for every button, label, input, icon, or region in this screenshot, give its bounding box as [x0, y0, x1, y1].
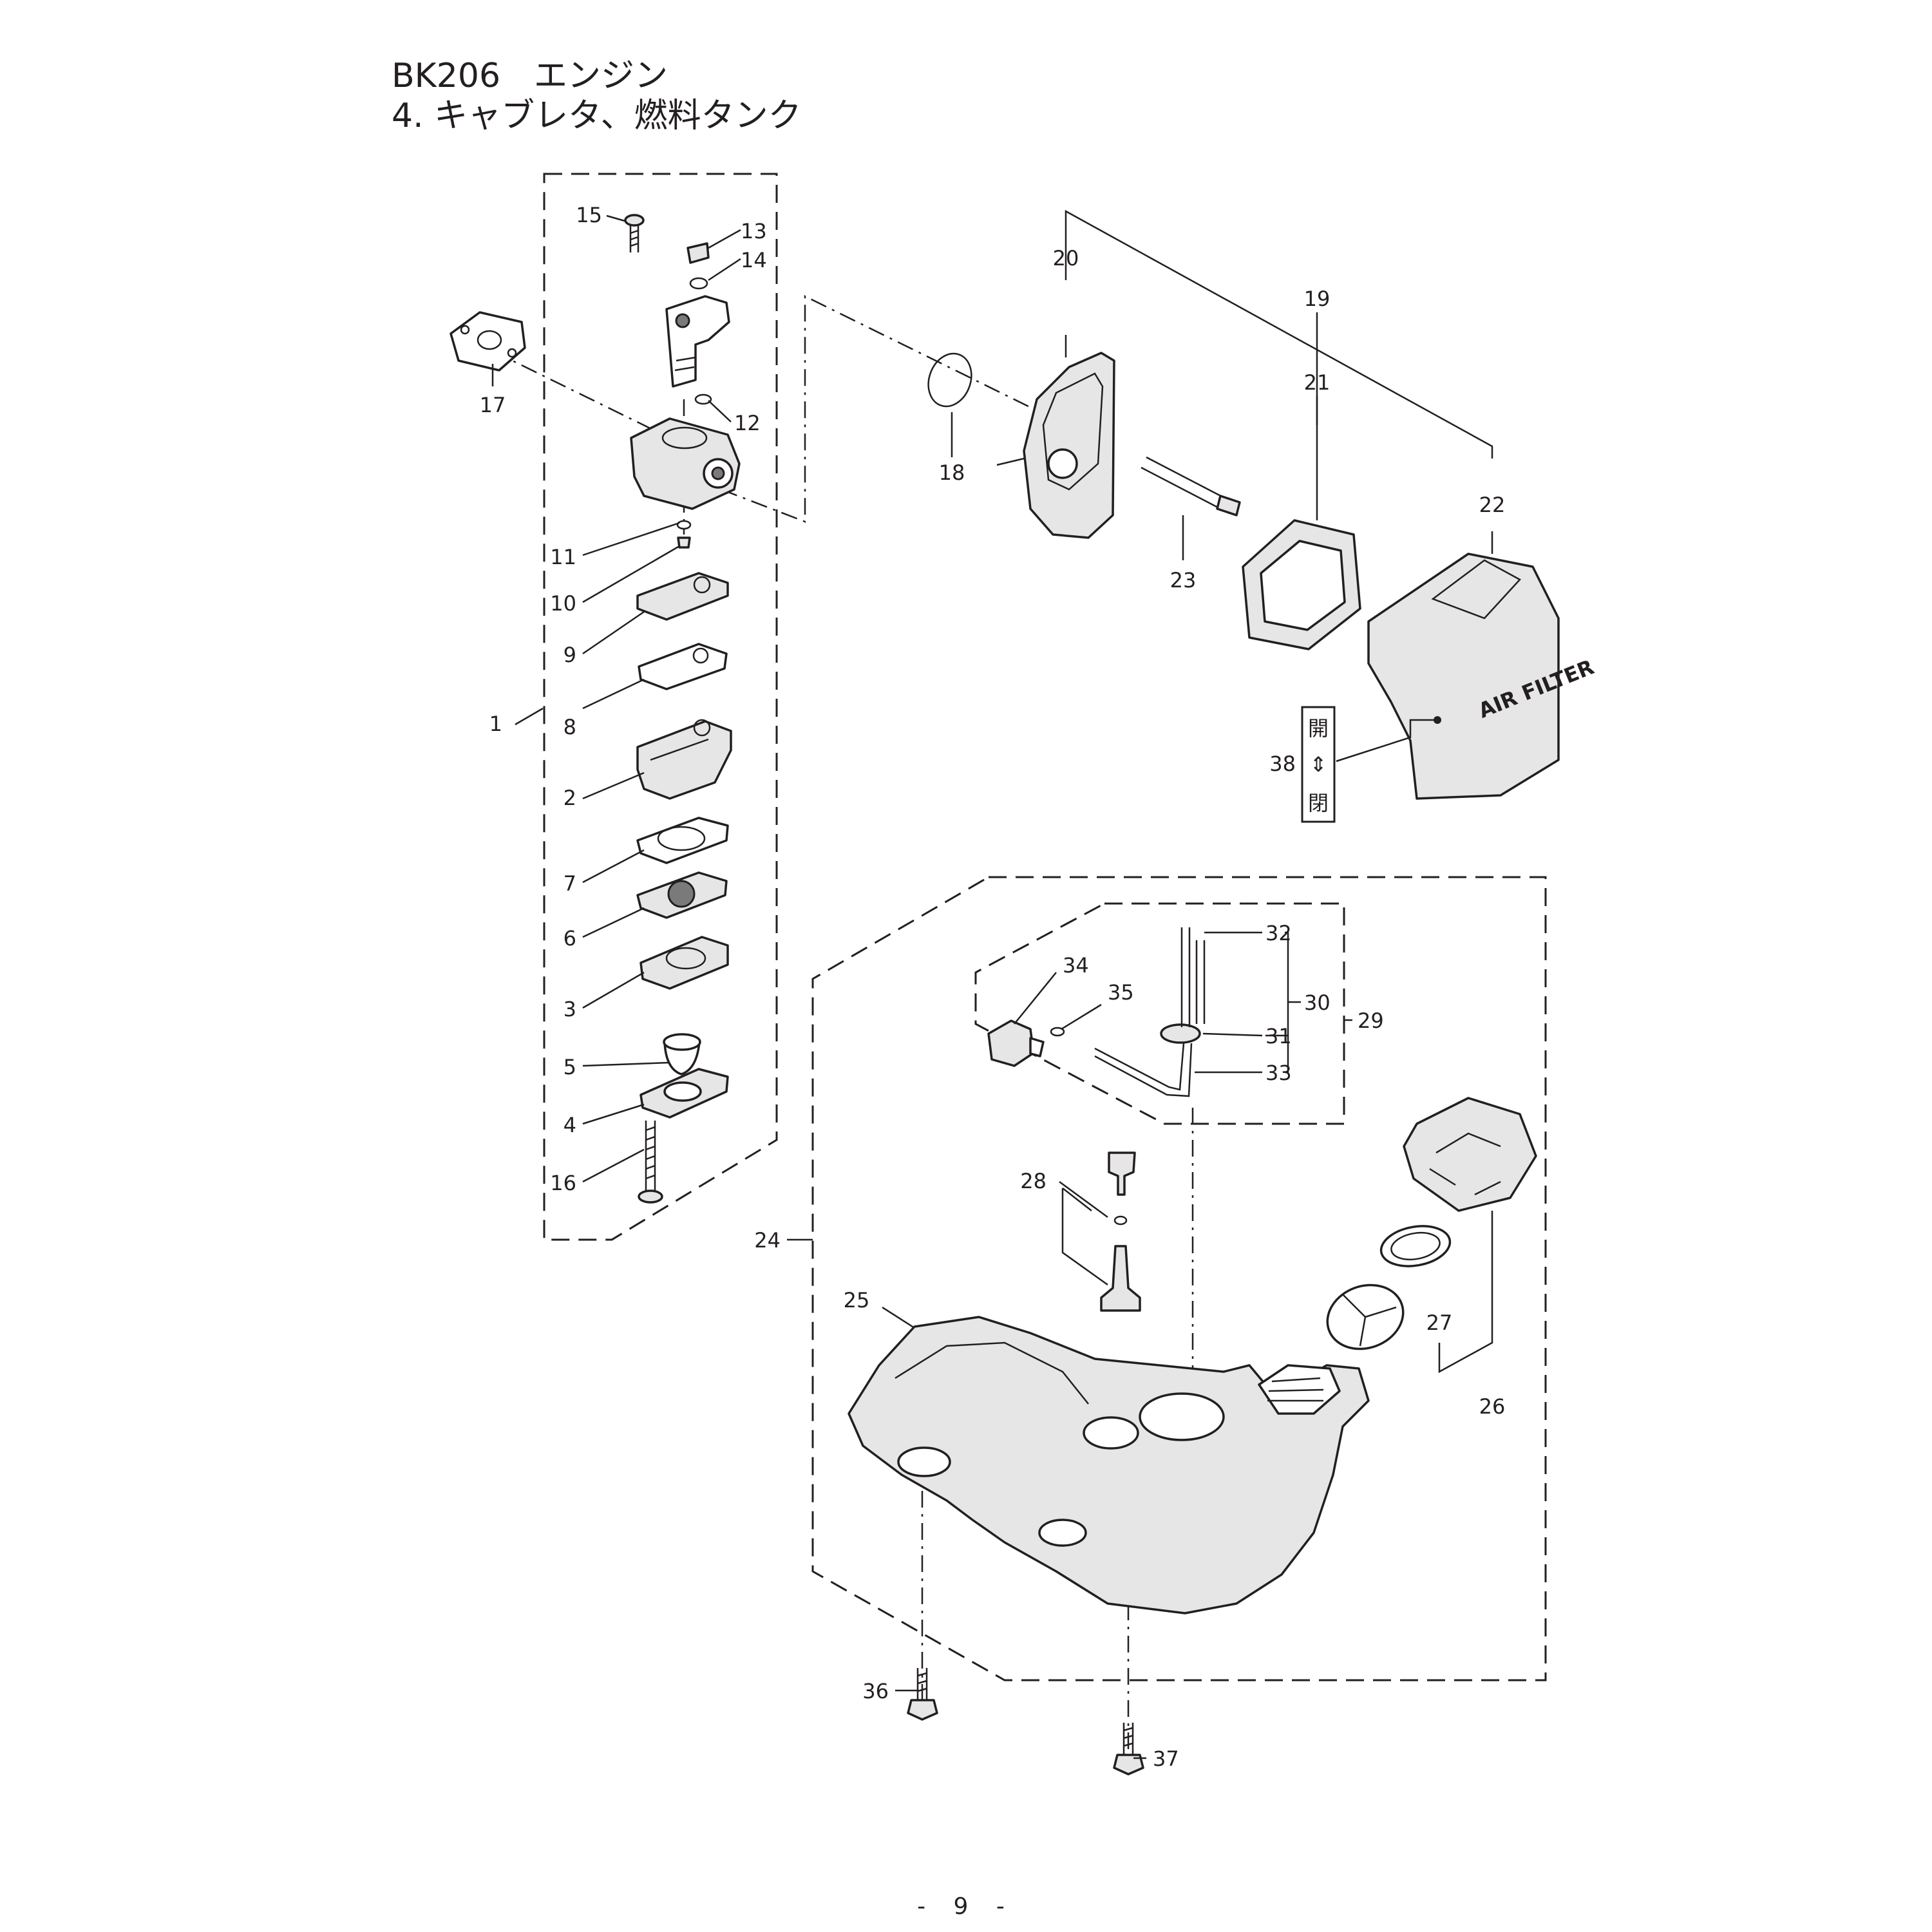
- callout-36: 36: [862, 1679, 889, 1703]
- part-18-o-ring[interactable]: [922, 348, 979, 413]
- part-14-washer[interactable]: [689, 277, 708, 290]
- callout-17: 17: [480, 393, 506, 417]
- callout-30: 30: [1304, 990, 1331, 1015]
- callout-23: 23: [1170, 568, 1197, 592]
- carburetor-assembly-box: [543, 173, 778, 1241]
- callout-37: 37: [1153, 1747, 1179, 1771]
- part-33-fuel-pipe-bent[interactable]: [1094, 1043, 1193, 1097]
- callout-2: 2: [564, 786, 576, 810]
- callout-28: 28: [1020, 1169, 1046, 1193]
- bracket-20-22: [1065, 209, 1493, 459]
- callout-27: 27: [1426, 1311, 1453, 1335]
- choke-label-arrow: ⇕: [1310, 752, 1327, 777]
- part-23-bolt[interactable]: [1141, 456, 1241, 516]
- callout-6: 6: [564, 926, 576, 951]
- callout-1: 1: [489, 712, 502, 736]
- callout-13: 13: [741, 219, 767, 243]
- part-32-fuel-pipe[interactable]: [1180, 927, 1206, 1027]
- callout-5: 5: [564, 1055, 576, 1079]
- callout-31: 31: [1265, 1024, 1292, 1048]
- bracket-26-27: [1438, 1211, 1493, 1374]
- part-34-fuel-filter[interactable]: [987, 1019, 1045, 1067]
- part-20-air-cleaner-base[interactable]: [996, 352, 1115, 539]
- part-8-diaphragm-gasket[interactable]: [638, 643, 728, 690]
- diagram-title-model: BK206 エンジン: [392, 57, 668, 95]
- callout-8: 8: [564, 715, 576, 739]
- callout-20: 20: [1053, 246, 1079, 270]
- part-3-pump-cover[interactable]: [639, 936, 729, 990]
- callout-33: 33: [1265, 1061, 1292, 1085]
- part-27-cap-gasket[interactable]: [1378, 1221, 1454, 1271]
- callout-labels: 1 2 3 4 5 6 7 8 9 10 11 12 13 14 15 16 1…: [480, 203, 1506, 1771]
- callout-22: 22: [1479, 493, 1506, 517]
- callout-34: 34: [1063, 953, 1089, 978]
- callout-9: 9: [564, 643, 576, 667]
- part-22-air-cleaner-cover[interactable]: AIR FILTER: [1367, 553, 1597, 800]
- fuel-tank-assembly-box: [811, 876, 1547, 1681]
- part-4-primer-cover[interactable]: [639, 1068, 729, 1119]
- choke-label-leader: [1336, 719, 1434, 762]
- callout-19: 19: [1304, 287, 1331, 311]
- part-9-gasket-plate[interactable]: [636, 572, 729, 621]
- choke-label-open: 開: [1308, 716, 1329, 741]
- part-7-diaphragm-gasket[interactable]: [636, 817, 729, 864]
- callout-32: 32: [1265, 921, 1292, 945]
- callout-11: 11: [550, 545, 576, 569]
- part-26-cap-filter[interactable]: [1318, 1274, 1412, 1359]
- part-26-fuel-cap[interactable]: [1403, 1097, 1537, 1212]
- callout-38: 38: [1269, 752, 1296, 776]
- choke-label-close: 閉: [1308, 791, 1329, 815]
- leader-lines: [491, 214, 1493, 1759]
- callout-12: 12: [734, 411, 761, 435]
- part-36-bolt[interactable]: [907, 1668, 938, 1721]
- callout-29: 29: [1358, 1009, 1384, 1033]
- callout-26: 26: [1479, 1394, 1506, 1419]
- part-5-primer-bulb[interactable]: [663, 1033, 701, 1075]
- callout-16: 16: [550, 1171, 576, 1195]
- page-number: - 9 -: [917, 1893, 1015, 1920]
- fuel-pipe-assembly-box: [974, 902, 1345, 1125]
- callout-18: 18: [939, 460, 965, 485]
- part-31-grommet[interactable]: [1160, 1023, 1201, 1044]
- callout-15: 15: [576, 203, 602, 227]
- part-10-needle-valve[interactable]: [677, 536, 691, 549]
- callout-3: 3: [564, 997, 576, 1021]
- callout-14: 14: [741, 248, 767, 272]
- bracket-30: [1265, 931, 1301, 1074]
- part-17-insulator-gasket[interactable]: [450, 311, 526, 372]
- carb-to-cleaner-line: [721, 294, 1034, 523]
- part-11-o-ring[interactable]: [676, 520, 692, 530]
- diagram-title-section: 4. キャブレタ、燃料タンク: [392, 97, 802, 135]
- callout-4: 4: [564, 1113, 576, 1137]
- part-12-clip[interactable]: [694, 393, 712, 405]
- part-2-carburetor-body-lower[interactable]: [636, 719, 732, 800]
- callout-10: 10: [550, 591, 576, 616]
- part-19-21-air-filter-element[interactable]: [1242, 519, 1361, 650]
- part-35-clip[interactable]: [1050, 1027, 1065, 1037]
- carburetor-body[interactable]: [630, 417, 741, 510]
- gasket-to-carb-line: [492, 350, 670, 439]
- part-16-long-screw[interactable]: [638, 1121, 663, 1204]
- part-28-vent-valve[interactable]: [1100, 1151, 1141, 1312]
- part-38-choke-label[interactable]: 開 ⇕ 閉: [1301, 706, 1336, 823]
- part-25-fuel-tank[interactable]: [848, 1316, 1370, 1615]
- carburetor-throttle-unit[interactable]: [665, 295, 730, 388]
- bracket-28: [1061, 1188, 1108, 1286]
- part-13-adjust-screw[interactable]: [687, 242, 710, 264]
- callout-24: 24: [754, 1228, 781, 1253]
- callout-21: 21: [1304, 370, 1331, 395]
- callout-35: 35: [1108, 980, 1134, 1005]
- callout-25: 25: [844, 1288, 870, 1312]
- part-15-screw[interactable]: [624, 214, 645, 252]
- part-6-metering-diaphragm[interactable]: [636, 871, 728, 919]
- part-37-bolt[interactable]: [1113, 1723, 1144, 1776]
- callout-7: 7: [564, 871, 576, 896]
